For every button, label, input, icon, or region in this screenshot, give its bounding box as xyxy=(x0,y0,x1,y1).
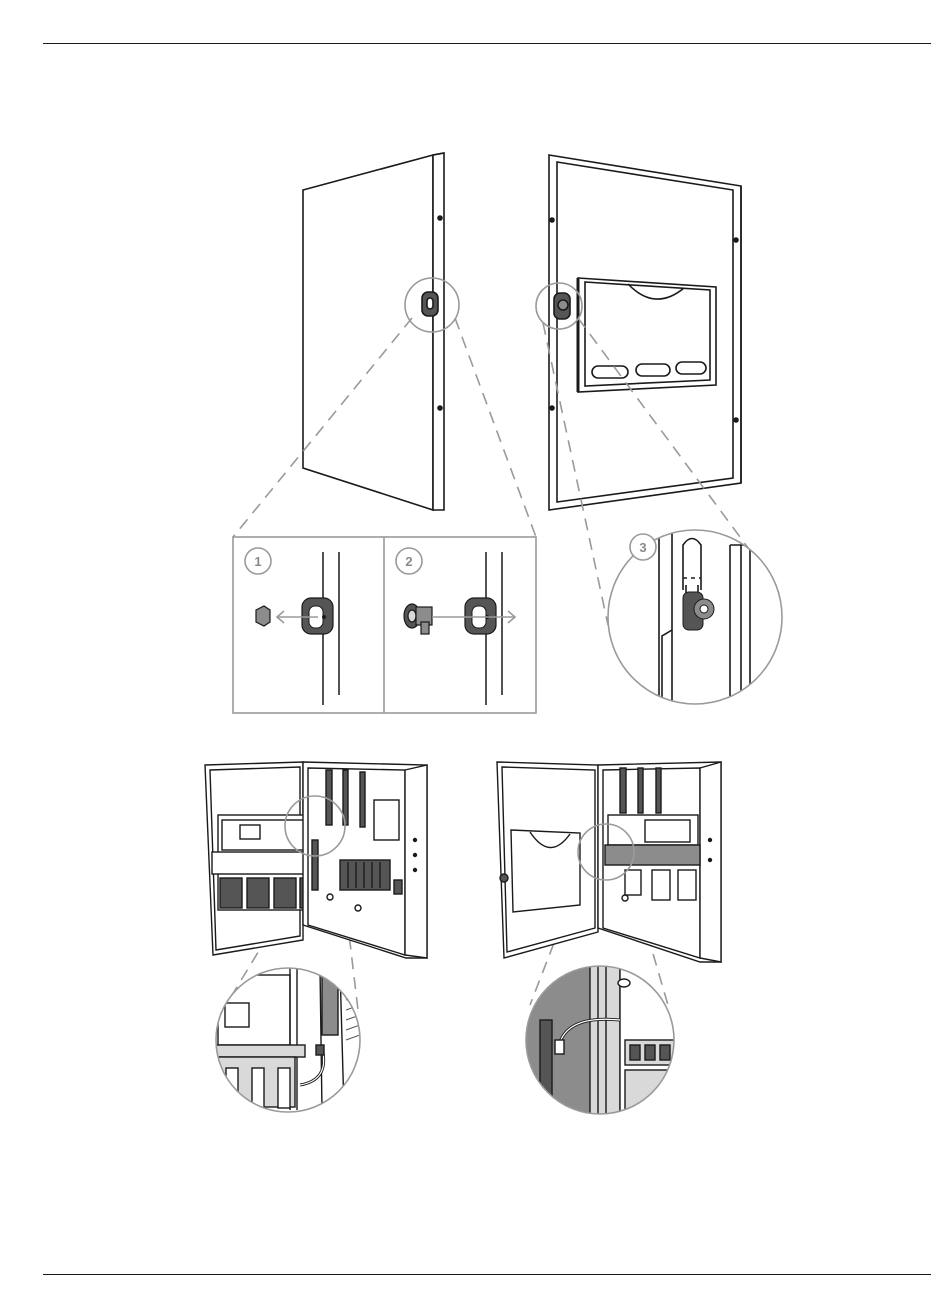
cabinet-right xyxy=(497,762,721,962)
step-2-number: 2 xyxy=(405,554,412,569)
cabinet-left-zoom xyxy=(210,960,370,1120)
door-back-view xyxy=(549,155,741,510)
cabinet-left xyxy=(205,762,427,958)
cabinet-right-zoom xyxy=(520,960,680,1120)
nut-icon xyxy=(256,606,270,626)
step-1-number: 1 xyxy=(254,554,261,569)
footer-rule xyxy=(43,1274,931,1275)
step-3-zoom: 3 xyxy=(600,520,800,720)
door-front-view xyxy=(303,153,444,510)
step-3-number: 3 xyxy=(639,540,646,555)
